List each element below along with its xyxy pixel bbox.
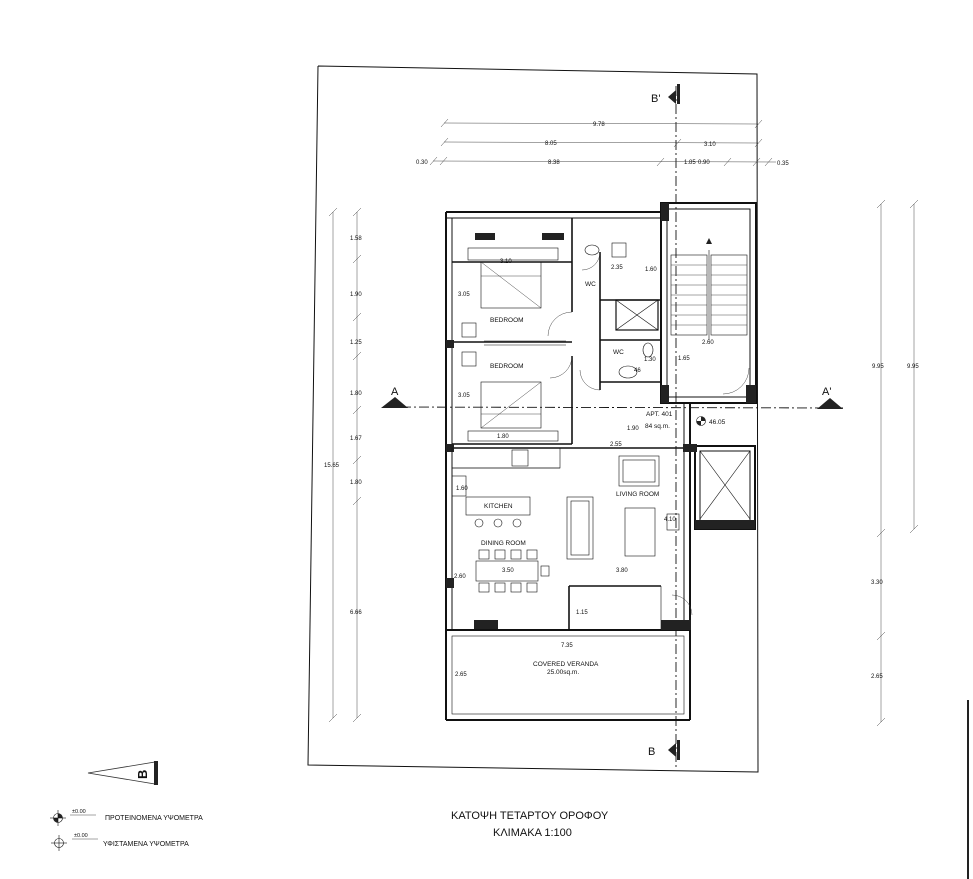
svg-text:0.90: 0.90 bbox=[698, 160, 710, 166]
svg-text:2.55: 2.55 bbox=[610, 442, 622, 448]
svg-text:1.67: 1.67 bbox=[350, 436, 362, 442]
building-walls bbox=[445, 202, 757, 721]
svg-text:3.30: 3.30 bbox=[871, 580, 883, 586]
staircase bbox=[670, 238, 748, 340]
section-line-aa bbox=[382, 406, 846, 409]
legend-existing: ±0.00 ΥΦΙΣΤΑΜΕΝΑ ΥΨΟΜΕΤΡΑ bbox=[51, 833, 189, 851]
svg-text:1.25: 1.25 bbox=[350, 340, 362, 346]
proposed-level-icon bbox=[50, 810, 66, 826]
svg-text:7.35: 7.35 bbox=[561, 643, 573, 649]
section-marker-top-bar bbox=[677, 84, 680, 104]
svg-text:±0.00: ±0.00 bbox=[74, 833, 88, 839]
room-label-bedroom1: BEDROOM bbox=[490, 317, 524, 324]
room-label-wc1: WC bbox=[585, 281, 596, 288]
section-label-a: A bbox=[391, 386, 399, 398]
svg-text:1.80: 1.80 bbox=[350, 480, 362, 486]
section-label-b-prime: B' bbox=[651, 93, 660, 105]
room-label-living: LIVING ROOM bbox=[616, 491, 659, 498]
svg-text:1.15: 1.15 bbox=[576, 610, 588, 616]
svg-text:1.85: 1.85 bbox=[684, 160, 696, 166]
drawing-scale: ΚΛΙΜΑΚΑ 1:100 bbox=[493, 827, 572, 839]
svg-text:0.35: 0.35 bbox=[777, 161, 789, 167]
top-dimensions: 9.78 8.05 3.10 0.30 8.38 1.85 0.90 0.35 bbox=[416, 118, 789, 167]
section-marker-bottom-bar bbox=[677, 740, 680, 760]
section-label-a-prime: A' bbox=[822, 386, 831, 398]
north-arrow-icon: B bbox=[87, 761, 158, 785]
svg-text:2.60: 2.60 bbox=[454, 574, 466, 580]
svg-text:3.10: 3.10 bbox=[500, 259, 512, 265]
svg-text:15.65: 15.65 bbox=[324, 463, 340, 469]
svg-text:8.05: 8.05 bbox=[545, 141, 557, 147]
svg-text:1.90: 1.90 bbox=[627, 426, 639, 432]
svg-text:2.35: 2.35 bbox=[611, 265, 623, 271]
svg-text:ΠΡΟΤΕΙΝΟΜΕΝΑ ΥΨΟΜΕΤΡΑ: ΠΡΟΤΕΙΝΟΜΕΝΑ ΥΨΟΜΕΤΡΑ bbox=[105, 815, 203, 822]
existing-level-icon bbox=[51, 835, 67, 851]
interior-dimensions: 3.10 3.05 2.35 1.60 2.60 1.65 1.30 46 3.… bbox=[454, 259, 714, 678]
room-label-kitchen: KITCHEN bbox=[484, 503, 513, 510]
doors bbox=[547, 251, 750, 616]
svg-text:3.05: 3.05 bbox=[458, 292, 470, 298]
section-marker-right-arrow bbox=[817, 398, 843, 409]
svg-text:9.95: 9.95 bbox=[907, 364, 919, 370]
section-marker-bottom-arrow bbox=[668, 743, 676, 757]
svg-text:2.65: 2.65 bbox=[871, 674, 883, 680]
section-label-b: B bbox=[648, 746, 655, 758]
right-dimensions: 9.95 3.30 2.65 9.95 bbox=[871, 199, 919, 727]
apartment-label: APT. 401 bbox=[646, 411, 673, 418]
svg-text:1.80: 1.80 bbox=[497, 434, 509, 440]
svg-text:8.38: 8.38 bbox=[548, 160, 560, 166]
svg-text:2.65: 2.65 bbox=[455, 672, 467, 678]
svg-text:4.10: 4.10 bbox=[664, 517, 676, 523]
svg-text:0.30: 0.30 bbox=[416, 160, 428, 166]
room-label-wc2: WC bbox=[613, 349, 624, 356]
room-label-dining: DINING ROOM bbox=[481, 540, 526, 547]
svg-text:1.60: 1.60 bbox=[456, 486, 468, 492]
plot-boundary bbox=[307, 65, 759, 773]
svg-text:3.05: 3.05 bbox=[458, 393, 470, 399]
svg-text:1.60: 1.60 bbox=[645, 267, 657, 273]
left-dimensions: 15.65 1.58 1.90 1.25 1.80 1.67 1.80 6.66 bbox=[324, 207, 362, 723]
svg-text:ΥΦΙΣΤΑΜΕΝΑ ΥΨΟΜΕΤΡΑ: ΥΦΙΣΤΑΜΕΝΑ ΥΨΟΜΕΤΡΑ bbox=[103, 841, 189, 848]
section-marker-left-arrow bbox=[381, 397, 408, 408]
svg-text:1.80: 1.80 bbox=[350, 391, 362, 397]
svg-text:46: 46 bbox=[634, 368, 641, 374]
columns bbox=[446, 203, 756, 630]
room-label-bedroom2: BEDROOM bbox=[490, 363, 524, 370]
svg-text:3.50: 3.50 bbox=[502, 568, 514, 574]
svg-text:6.66: 6.66 bbox=[350, 610, 362, 616]
svg-text:3.80: 3.80 bbox=[616, 568, 628, 574]
drawing-title: ΚΑΤΟΨΗ ΤΕΤΑΡΤΟΥ ΟΡΟΦΟΥ bbox=[451, 810, 609, 822]
svg-text:9.78: 9.78 bbox=[593, 122, 605, 128]
section-marker-top-arrow bbox=[668, 90, 676, 104]
svg-text:1.90: 1.90 bbox=[350, 292, 362, 298]
svg-text:3.10: 3.10 bbox=[704, 142, 716, 148]
svg-text:1.30: 1.30 bbox=[644, 357, 656, 363]
svg-text:1.58: 1.58 bbox=[350, 236, 362, 242]
apartment-level: 46.05 bbox=[709, 419, 726, 426]
level-marker-icon bbox=[696, 416, 706, 426]
furniture bbox=[451, 242, 680, 593]
room-label-veranda-area: 25.00sq.m. bbox=[547, 669, 579, 676]
svg-text:±0.00: ±0.00 bbox=[72, 809, 86, 815]
svg-text:1.65: 1.65 bbox=[678, 356, 690, 362]
apartment-area: 84 sq.m. bbox=[645, 423, 670, 430]
svg-text:B: B bbox=[135, 770, 150, 779]
legend-proposed: ±0.00 ΠΡΟΤΕΙΝΟΜΕΝΑ ΥΨΟΜΕΤΡΑ bbox=[50, 809, 203, 826]
shaft bbox=[615, 299, 659, 331]
svg-text:9.95: 9.95 bbox=[872, 364, 884, 370]
svg-text:2.60: 2.60 bbox=[702, 340, 714, 346]
room-label-veranda: COVERED VERANDA bbox=[533, 661, 599, 668]
